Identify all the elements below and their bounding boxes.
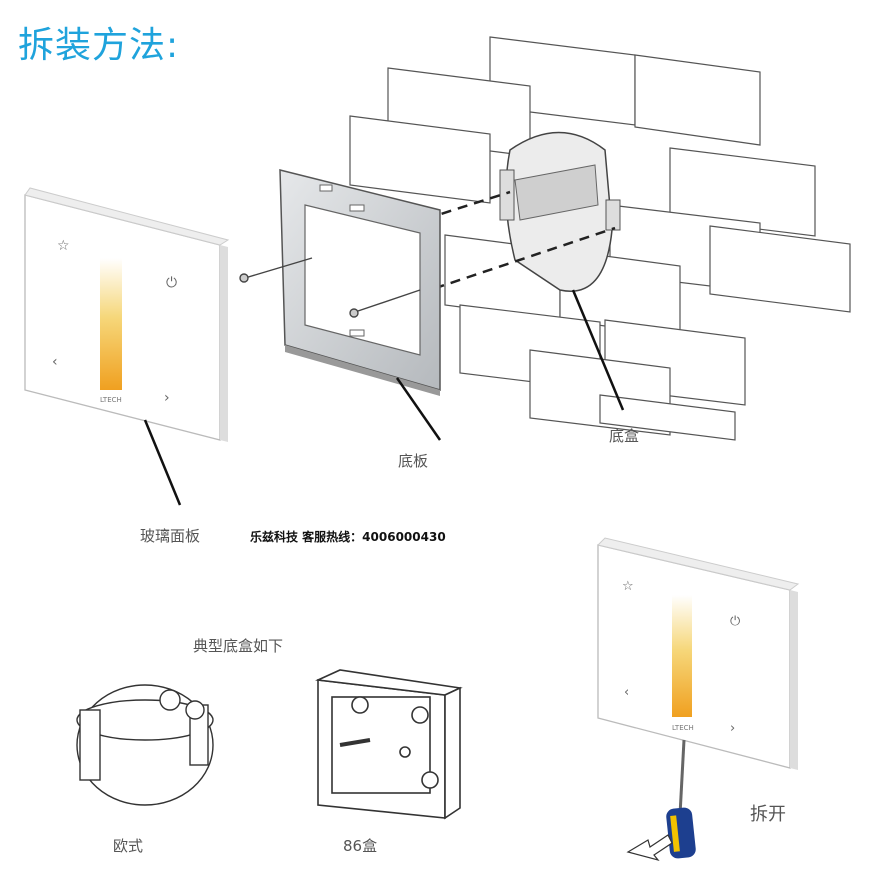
chevron-left-icon: ‹ bbox=[52, 354, 58, 370]
box-86 bbox=[315, 669, 463, 820]
power-icon-2: ⏻ bbox=[730, 614, 740, 629]
screws bbox=[239, 257, 421, 318]
base-plate bbox=[279, 169, 441, 396]
brand-text-2: LTECH bbox=[672, 724, 694, 732]
glass-panel: ☆ ⏻ ‹ › LTECH bbox=[24, 187, 230, 442]
star-icon-2: ☆ bbox=[622, 579, 634, 594]
chevron-left-icon-2: ‹ bbox=[624, 685, 629, 700]
glass-panel-disassembly: ☆ ⏻ ‹ › LTECH bbox=[597, 537, 800, 770]
hotline-text: 乐兹科技 客服热线：4006000430 bbox=[250, 530, 446, 544]
label-disassemble: 拆开 bbox=[750, 804, 786, 825]
star-icon: ☆ bbox=[57, 238, 70, 254]
label-glass-panel: 玻璃面板 bbox=[140, 527, 201, 545]
back-box bbox=[499, 131, 621, 292]
chevron-right-icon: › bbox=[164, 390, 170, 406]
color-slider bbox=[100, 258, 122, 390]
power-icon: ⏻ bbox=[166, 275, 177, 291]
label-typical-boxes: 典型底盒如下 bbox=[193, 637, 284, 655]
label-back-box: 底盒 bbox=[609, 427, 640, 445]
euro-style-box bbox=[76, 684, 214, 806]
color-slider-2 bbox=[672, 595, 692, 717]
screwdriver-icon bbox=[626, 739, 696, 862]
leader-lines bbox=[143, 289, 625, 506]
brick-wall bbox=[349, 36, 851, 441]
label-euro-style: 欧式 bbox=[113, 837, 144, 855]
brand-text: LTECH bbox=[100, 396, 122, 404]
label-86-box: 86盒 bbox=[343, 837, 378, 855]
label-base-plate: 底板 bbox=[398, 452, 429, 470]
page-title: 拆装方法: bbox=[18, 25, 180, 66]
chevron-right-icon-2: › bbox=[730, 721, 735, 736]
